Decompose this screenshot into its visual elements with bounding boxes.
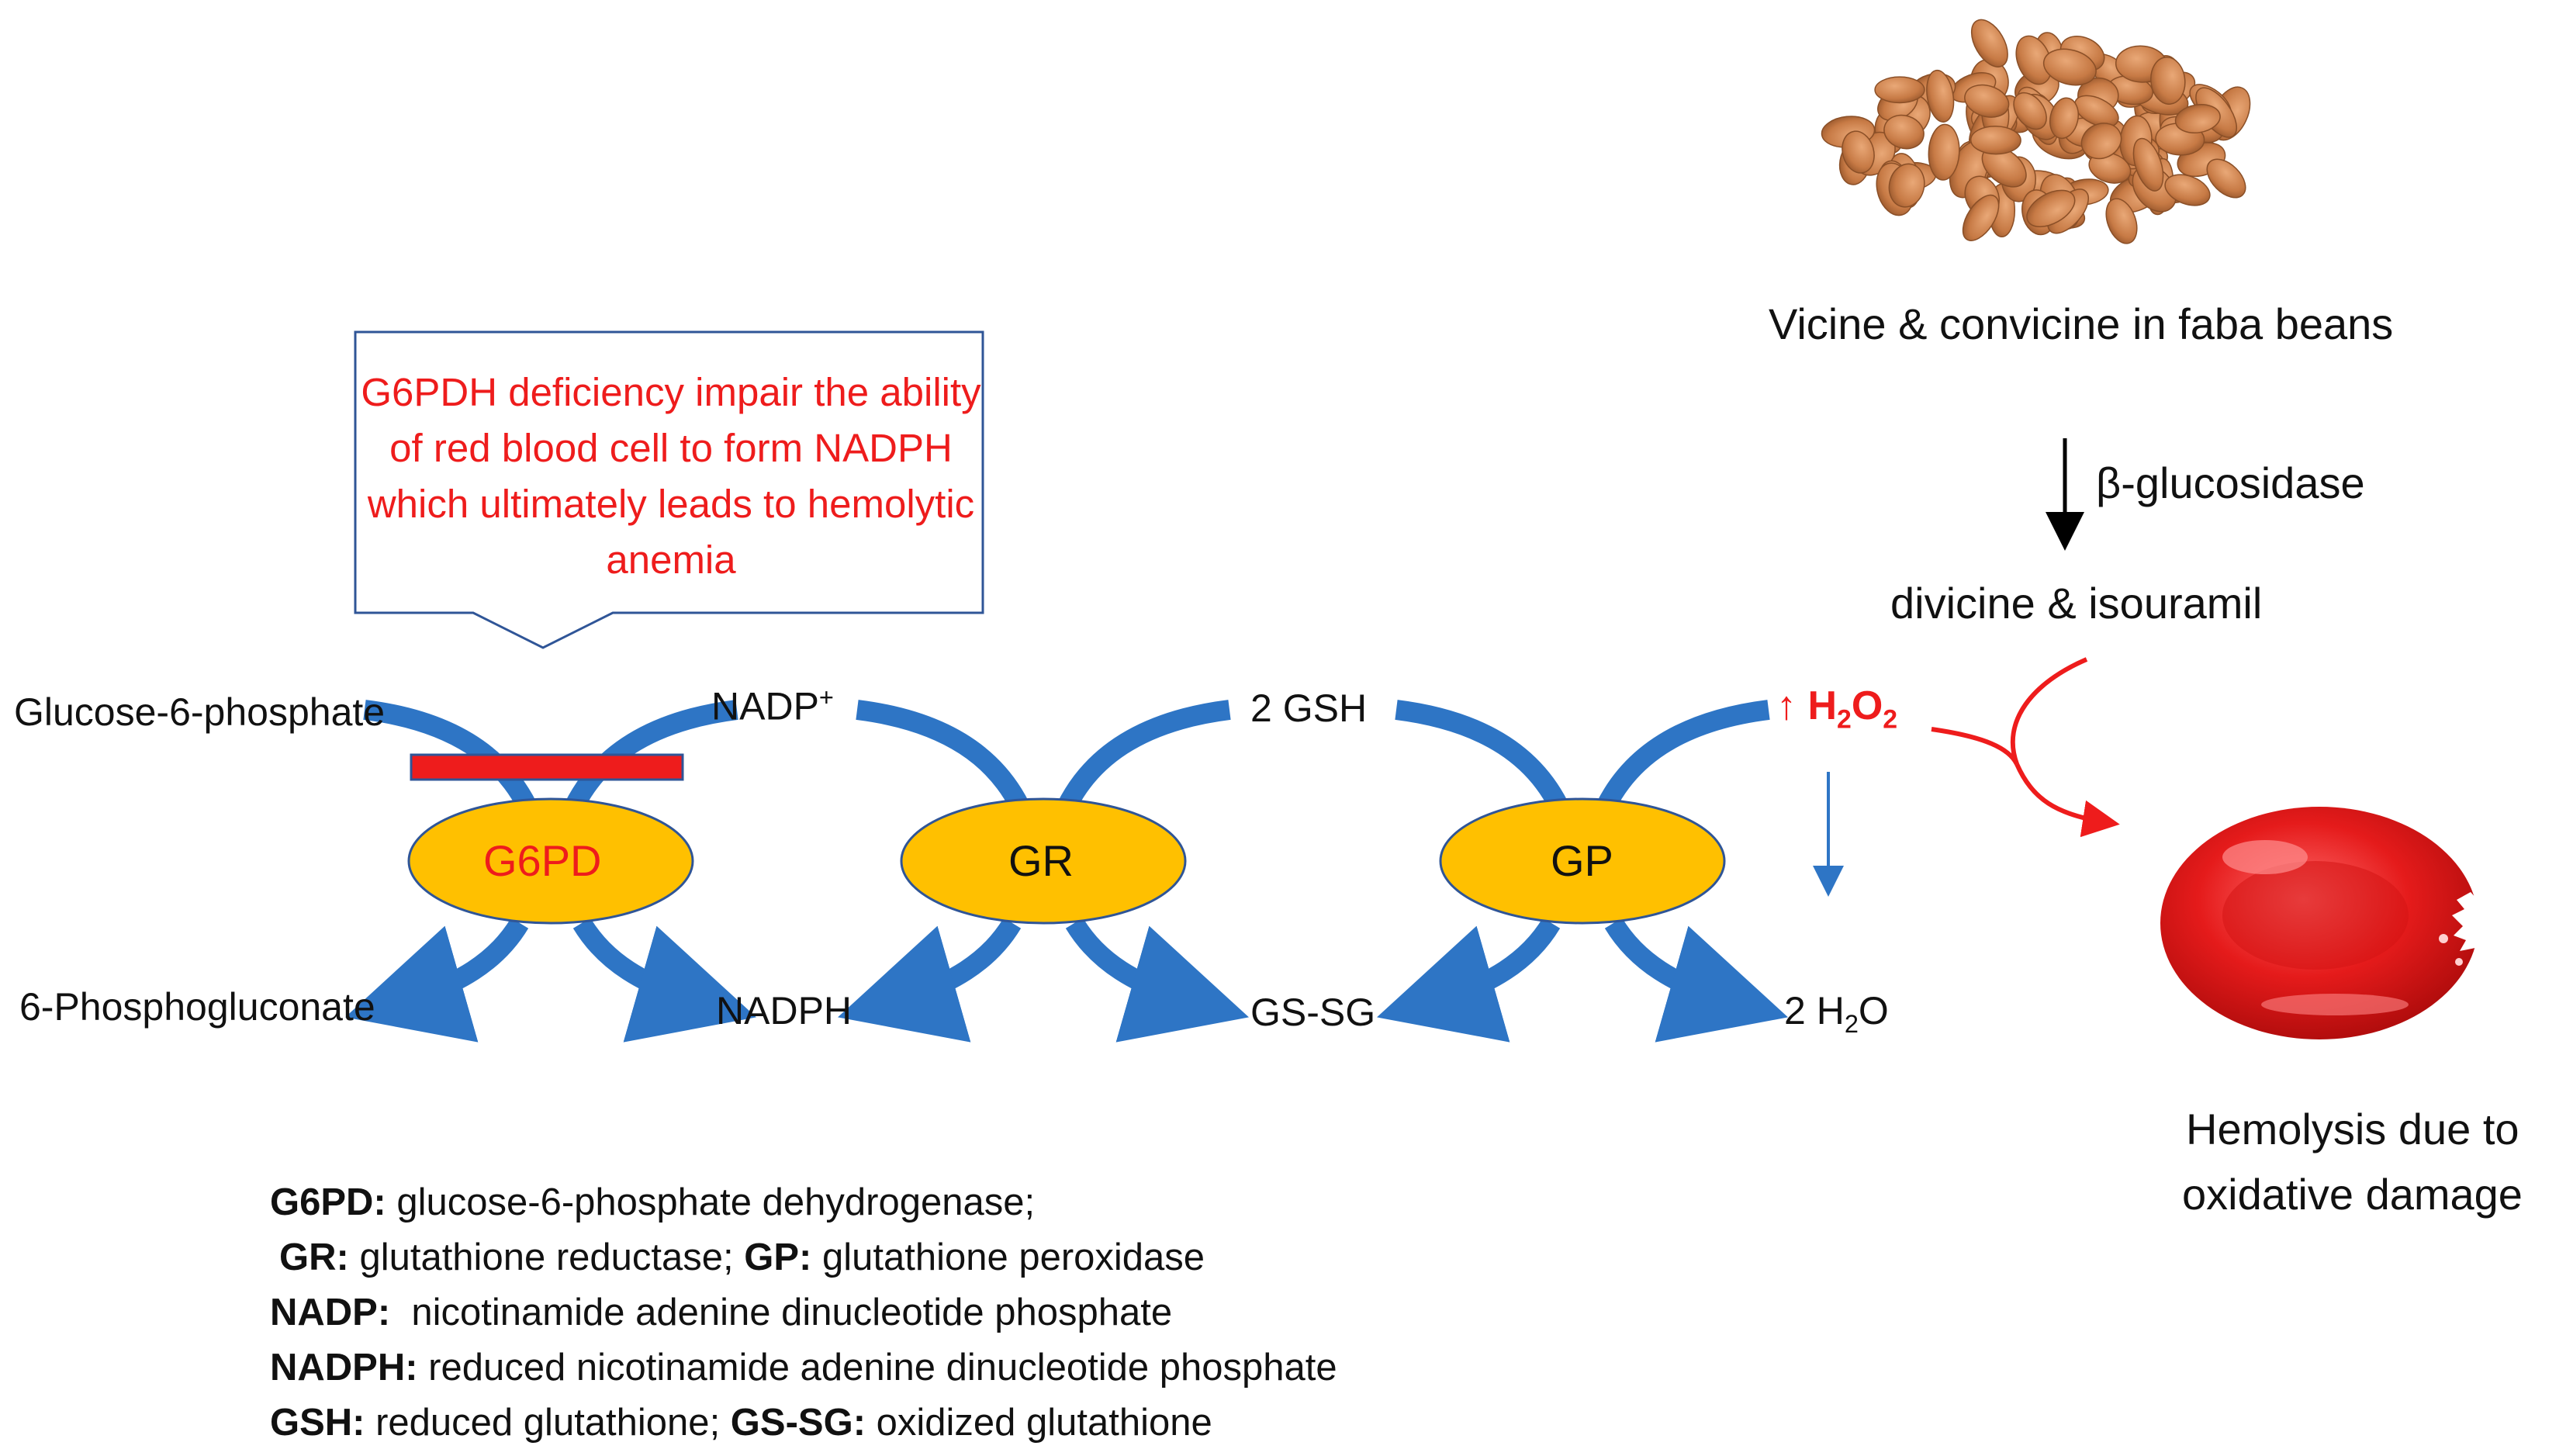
- red-path-top: [2010, 657, 2088, 766]
- abbreviation-legend: G6PD: glucose-6-phosphate dehydrogenase;…: [270, 1175, 1337, 1451]
- beta-glucosidase-label: β-glucosidase: [2096, 458, 2365, 507]
- inhibition-bar: [410, 753, 684, 781]
- bean-shape: [2164, 174, 2211, 206]
- h2o2-label: ↑ H2O2: [1776, 683, 1898, 735]
- legend-row: NADP: nicotinamide adenine dinucleotide …: [270, 1292, 1173, 1333]
- bean-shape: [1970, 19, 2008, 67]
- bean-shape: [1842, 130, 1875, 174]
- legend-row: GR: glutathione reductase; GP: glutathio…: [279, 1236, 1205, 1278]
- gr-label: GR: [1008, 836, 1074, 885]
- nadp-label: NADP+: [711, 683, 834, 728]
- legend-row: G6PD: glucose-6-phosphate dehydrogenase;: [270, 1181, 1036, 1223]
- bean-shape: [2150, 57, 2186, 105]
- 6-phosphogluconate-label: 6-Phosphogluconate: [19, 985, 375, 1029]
- bean-shape: [2049, 97, 2079, 140]
- hemolysis-label-line2: oxidative damage: [2182, 1170, 2523, 1219]
- gssg-label: GS-SG: [1250, 991, 1376, 1034]
- h2o-label: 2 H2O: [1784, 989, 1889, 1038]
- bean-shape: [2206, 158, 2246, 199]
- faba-beans-image: [1821, 19, 2251, 244]
- bean-shape: [2132, 137, 2164, 192]
- gr-arrow-in: [1057, 700, 1231, 811]
- divicine-isouramil-label: divicine & isouramil: [1890, 579, 2263, 628]
- bean-shape: [2105, 198, 2138, 244]
- legend-row: GSH: reduced glutathione; GS-SG: oxidize…: [270, 1402, 1212, 1444]
- gp-arrow-in: [1596, 700, 1770, 811]
- callout-text: G6PDH deficiency impair the ability of r…: [361, 370, 981, 582]
- callout-box: [354, 330, 984, 649]
- gsh-label: 2 GSH: [1250, 686, 1368, 730]
- bean-shape: [2073, 95, 2119, 128]
- g6pd-arrow-out: [345, 918, 529, 1043]
- g6pd-label: G6PD: [483, 836, 602, 885]
- glucose-6-phosphate-label: Glucose-6-phosphate: [14, 690, 386, 734]
- g6pd-ellipse: [407, 797, 694, 925]
- g6pd-arrow-in: [363, 700, 537, 811]
- bean-shape: [2013, 92, 2047, 130]
- hemolysis-label-line1: Hemolysis due to: [2186, 1105, 2519, 1153]
- bean-shape: [2042, 48, 2097, 86]
- red-blood-cell-image: [2160, 807, 2485, 1039]
- g6pd-arrow-out: [572, 918, 756, 1043]
- bean-shape: [1970, 126, 2021, 155]
- gr-ellipse: [900, 797, 1187, 925]
- bean-shape: [1926, 69, 1955, 123]
- bean-shape: [1962, 194, 2000, 241]
- g6pd-arrow-in: [565, 700, 738, 811]
- bean-shape: [1928, 123, 1960, 181]
- gp-arrow-out: [1377, 918, 1561, 1043]
- red-path-left: [1931, 727, 2019, 766]
- gp-arrow-out: [1604, 918, 1788, 1043]
- gr-arrow-out: [1065, 918, 1249, 1043]
- bean-shape: [1888, 163, 1925, 208]
- bean-shape: [1874, 76, 1925, 104]
- bean-shape: [2026, 189, 2076, 227]
- red-path-main: [2014, 763, 2120, 838]
- vicine-convicine-label: Vicine & convicine in faba beans: [1769, 299, 2394, 348]
- legend-row: NADPH: reduced nicotinamide adenine dinu…: [270, 1347, 1337, 1389]
- bean-shape: [2088, 152, 2132, 184]
- bean-shape: [2174, 103, 2221, 134]
- gp-ellipse: [1439, 797, 1726, 925]
- gr-arrow-in: [856, 700, 1029, 811]
- gp-label: GP: [1551, 836, 1613, 885]
- gp-arrow-in: [1395, 700, 1568, 811]
- bean-shape: [2080, 123, 2122, 160]
- bean-shape: [1964, 84, 2010, 118]
- bean-shape: [1883, 114, 1925, 150]
- nadph-label: NADPH: [716, 989, 852, 1032]
- gr-arrow-out: [838, 918, 1022, 1043]
